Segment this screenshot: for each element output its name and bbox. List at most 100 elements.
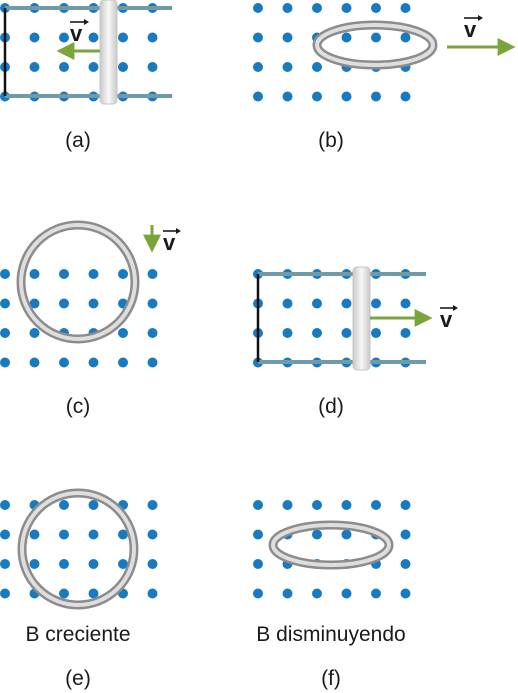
field-dot xyxy=(0,588,10,599)
field-dot xyxy=(282,91,293,102)
field-dot xyxy=(147,328,158,338)
field-dot xyxy=(253,559,263,569)
field-dot xyxy=(341,32,352,43)
velocity-label-d: v xyxy=(440,307,453,332)
panel-b: v (b) xyxy=(253,3,516,152)
field-dot xyxy=(88,500,99,510)
field-dot xyxy=(371,298,381,309)
field-dot xyxy=(400,500,411,510)
panel-d: v (d) xyxy=(253,266,458,418)
field-dot xyxy=(88,62,99,72)
field-dot xyxy=(29,559,40,569)
field-dot xyxy=(400,298,411,309)
field-dot xyxy=(29,269,40,279)
loop-ring-highlight-c xyxy=(19,223,137,341)
magnetic-field-dots-e xyxy=(0,500,158,599)
field-dot xyxy=(147,62,158,72)
field-dot xyxy=(88,298,99,309)
velocity-label-b: v xyxy=(464,17,477,42)
velocity-label-a: v xyxy=(70,21,83,46)
sliding-rod-a xyxy=(99,0,118,105)
field-dot xyxy=(0,559,10,569)
field-dot xyxy=(118,529,128,540)
field-dot xyxy=(282,328,293,338)
field-dot xyxy=(400,588,411,599)
field-dot xyxy=(253,529,263,540)
field-dot xyxy=(312,529,322,540)
field-dot xyxy=(282,588,293,599)
vector-bar-head-b xyxy=(478,15,483,21)
field-dot xyxy=(341,91,352,102)
field-dot xyxy=(118,328,128,338)
sliding-rod-d xyxy=(352,266,371,371)
field-caption-f: B disminuyendo xyxy=(256,623,405,646)
field-dot xyxy=(282,298,293,309)
field-dot xyxy=(29,62,40,72)
panel-f: B disminuyendo (f) xyxy=(253,500,411,690)
field-dot xyxy=(282,62,293,72)
field-dot xyxy=(0,500,10,510)
field-dot xyxy=(29,32,40,43)
field-dot xyxy=(312,328,322,338)
field-dot xyxy=(88,357,99,368)
field-dot xyxy=(118,32,128,43)
field-dot xyxy=(147,500,158,510)
field-dot xyxy=(118,62,128,72)
field-dot xyxy=(147,529,158,540)
field-dot xyxy=(59,559,69,569)
velocity-label-c: v xyxy=(163,230,176,255)
field-dot xyxy=(282,500,293,510)
field-dot xyxy=(253,500,263,510)
field-dot xyxy=(341,588,352,599)
field-dot xyxy=(147,298,158,309)
field-dot xyxy=(371,328,381,338)
field-dot xyxy=(59,269,69,279)
field-dot xyxy=(118,559,128,569)
field-dot xyxy=(371,588,381,599)
field-dot xyxy=(29,298,40,309)
panel-e: B creciente (e) xyxy=(0,488,158,690)
field-dot xyxy=(59,500,69,510)
field-dot xyxy=(147,357,158,368)
field-dot xyxy=(147,588,158,599)
vector-bar-head-a xyxy=(84,19,89,25)
field-caption-e: B creciente xyxy=(25,623,130,646)
field-dot xyxy=(147,269,158,279)
field-dot xyxy=(29,357,40,368)
field-dot xyxy=(29,328,40,338)
panel-label-c: (c) xyxy=(66,395,91,418)
field-dot xyxy=(312,500,322,510)
field-dot xyxy=(371,91,381,102)
field-dot xyxy=(0,298,10,309)
field-dot xyxy=(341,500,352,510)
field-dot xyxy=(341,529,352,540)
field-dot xyxy=(400,3,411,13)
loop-ring-highlight-e xyxy=(20,491,136,607)
field-dot xyxy=(88,269,99,279)
field-dot xyxy=(88,32,99,43)
field-dot xyxy=(341,298,352,309)
field-dot xyxy=(400,529,411,540)
field-dot xyxy=(0,269,10,279)
field-dot xyxy=(400,559,411,569)
field-dot xyxy=(312,62,322,72)
field-dot xyxy=(253,62,263,72)
field-dot xyxy=(312,298,322,309)
field-dot xyxy=(118,357,128,368)
magnetic-field-dots-c xyxy=(0,269,158,368)
field-dot xyxy=(400,328,411,338)
field-dot xyxy=(371,32,381,43)
field-dot xyxy=(341,3,352,13)
field-dot xyxy=(147,32,158,43)
panel-c: v (c) xyxy=(0,220,181,418)
field-dot xyxy=(253,32,263,43)
field-dot xyxy=(371,500,381,510)
vector-bar-head-c xyxy=(176,228,181,234)
field-dot xyxy=(282,32,293,43)
panel-label-f: (f) xyxy=(321,667,341,690)
field-dot xyxy=(88,529,99,540)
field-dot xyxy=(147,559,158,569)
field-dot xyxy=(59,357,69,368)
field-dot xyxy=(0,328,10,338)
